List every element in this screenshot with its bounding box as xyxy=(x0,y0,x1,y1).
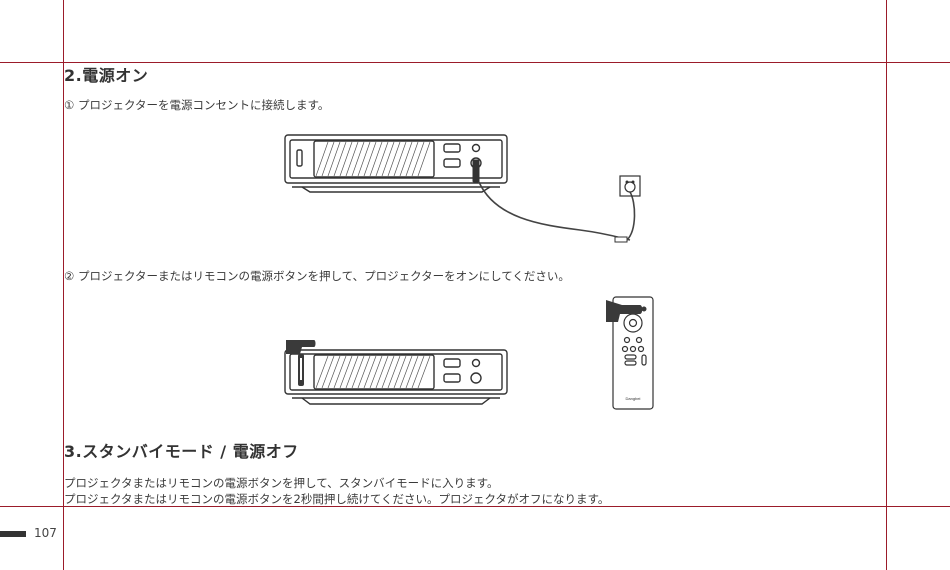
projector-vent-hatching xyxy=(316,142,430,176)
power-plug xyxy=(473,160,479,182)
figure-press-power-button: Dangbei xyxy=(280,292,670,417)
power-cable xyxy=(479,182,630,240)
crop-line-right xyxy=(886,0,887,570)
page-number-bar xyxy=(0,531,26,537)
page-number: 107 xyxy=(34,526,57,540)
section-title-power-on: 2.電源オン xyxy=(64,62,148,86)
step-1-text: ① プロジェクターを電源コンセントに接続します。 xyxy=(64,97,329,113)
standby-line-1: プロジェクタまたはリモコンの電源ボタンを押して、スタンバイモードに入ります。 xyxy=(64,475,498,491)
figure-projector-plugged-in xyxy=(280,130,650,260)
section-title-standby: 3.スタンバイモード / 電源オフ xyxy=(64,438,299,462)
standby-line-2: プロジェクタまたはリモコンの電源ボタンを2秒間押し続けてください。プロジェクタが… xyxy=(64,491,609,507)
projector-vent-hatching-2 xyxy=(316,356,430,388)
step-2-text: ② プロジェクターまたはリモコンの電源ボタンを押して、プロジェクターをオンにして… xyxy=(64,268,570,284)
cable-connector xyxy=(615,237,627,242)
projector-body-2 xyxy=(285,350,507,404)
remote-brand-label: Dangbei xyxy=(626,396,641,401)
